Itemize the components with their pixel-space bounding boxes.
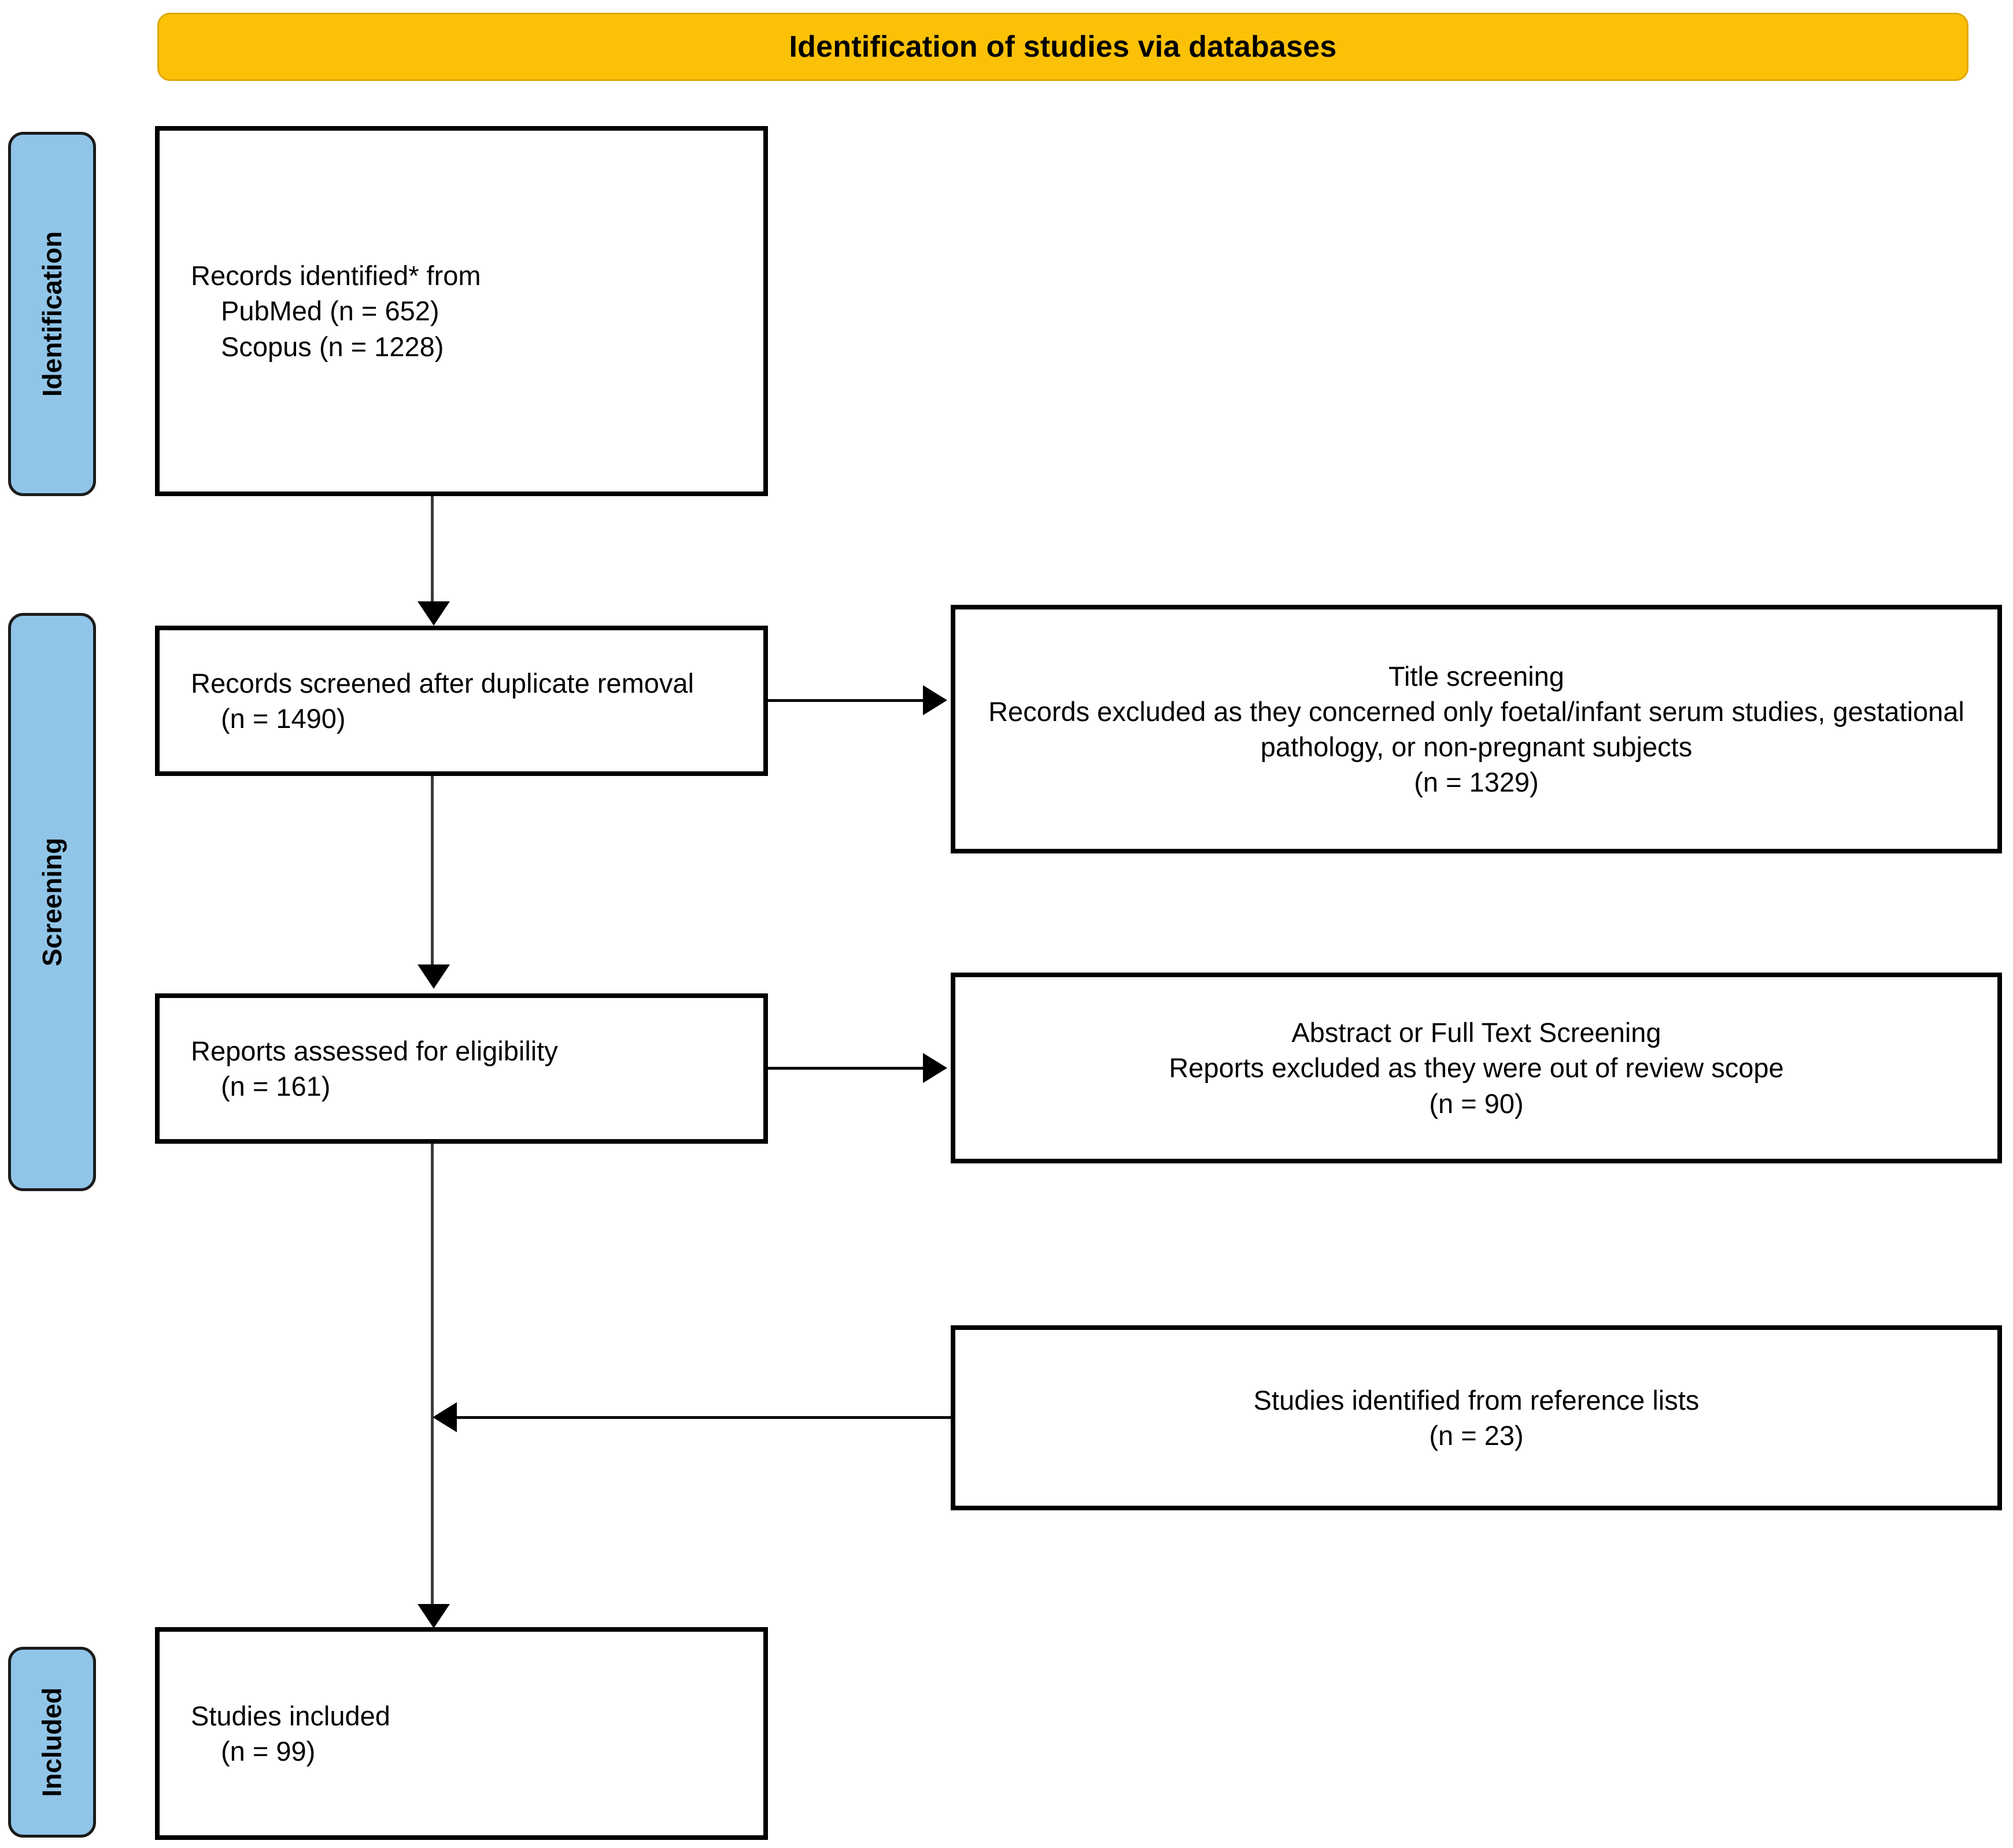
arrow-left-icon-reference-lists-to-main — [433, 1402, 457, 1432]
connector-identified-to-screened — [431, 496, 434, 604]
stage-pill-identification: Identification — [8, 132, 96, 496]
connector-reference-lists-to-main — [457, 1416, 952, 1419]
stage-pill-identification-label: Identification — [37, 231, 68, 397]
header-banner-title: Identification of studies via databases — [789, 30, 1337, 64]
records-identified-scopus: Scopus (n = 1228) — [221, 331, 444, 362]
connector-screened-to-excluded-title — [768, 699, 924, 702]
excluded-title-heading: Title screening — [1388, 660, 1564, 692]
reports-assessed-count: (n = 161) — [221, 1071, 331, 1102]
connector-assessed-to-included — [431, 1144, 434, 1606]
reference-lists-count: (n = 23) — [1429, 1420, 1524, 1451]
box-reports-assessed: Reports assessed for eligibility (n = 16… — [155, 993, 768, 1144]
excluded-abstract-heading: Abstract or Full Text Screening — [1291, 1017, 1661, 1048]
box-studies-included: Studies included (n = 99) — [155, 1627, 768, 1840]
records-identified-line1: Records identified* from — [191, 260, 481, 291]
stage-pill-included-label: Included — [37, 1687, 67, 1797]
arrow-right-icon-assessed-to-excluded-abstract — [923, 1053, 947, 1083]
excluded-abstract-count: (n = 90) — [1429, 1088, 1524, 1119]
box-records-identified: Records identified* from PubMed (n = 652… — [155, 126, 768, 496]
studies-included-count: (n = 99) — [221, 1736, 316, 1766]
stage-pill-included: Included — [8, 1647, 96, 1838]
arrow-down-icon-assessed-to-included — [418, 1604, 450, 1628]
box-excluded-abstract-fulltext: Abstract or Full Text Screening Reports … — [951, 973, 2002, 1163]
stage-pill-screening-label: Screening — [37, 837, 68, 967]
arrow-down-icon-screened-to-assessed — [418, 964, 450, 989]
reference-lists-line1: Studies identified from reference lists — [1253, 1384, 1700, 1415]
records-identified-pubmed: PubMed (n = 652) — [221, 295, 439, 327]
records-screened-count: (n = 1490) — [221, 703, 346, 734]
arrow-down-icon-identified-to-screened — [418, 601, 450, 626]
excluded-title-reason: Records excluded as they concerned only … — [988, 696, 1964, 762]
records-screened-line1: Records screened after duplicate removal — [191, 667, 694, 698]
connector-assessed-to-excluded-abstract — [768, 1067, 924, 1070]
reports-assessed-line1: Reports assessed for eligibility — [191, 1035, 558, 1066]
studies-included-line1: Studies included — [191, 1700, 390, 1731]
arrow-right-icon-screened-to-excluded-title — [923, 685, 947, 715]
header-banner: Identification of studies via databases — [157, 13, 1968, 81]
excluded-title-count: (n = 1329) — [1414, 767, 1539, 798]
excluded-abstract-reason: Reports excluded as they were out of rev… — [1169, 1052, 1784, 1084]
box-reference-lists: Studies identified from reference lists … — [951, 1325, 2002, 1510]
box-excluded-title-screening: Title screening Records excluded as they… — [951, 605, 2002, 853]
connector-screened-to-assessed — [431, 776, 434, 967]
stage-pill-screening: Screening — [8, 613, 96, 1191]
box-records-screened: Records screened after duplicate removal… — [155, 626, 768, 776]
